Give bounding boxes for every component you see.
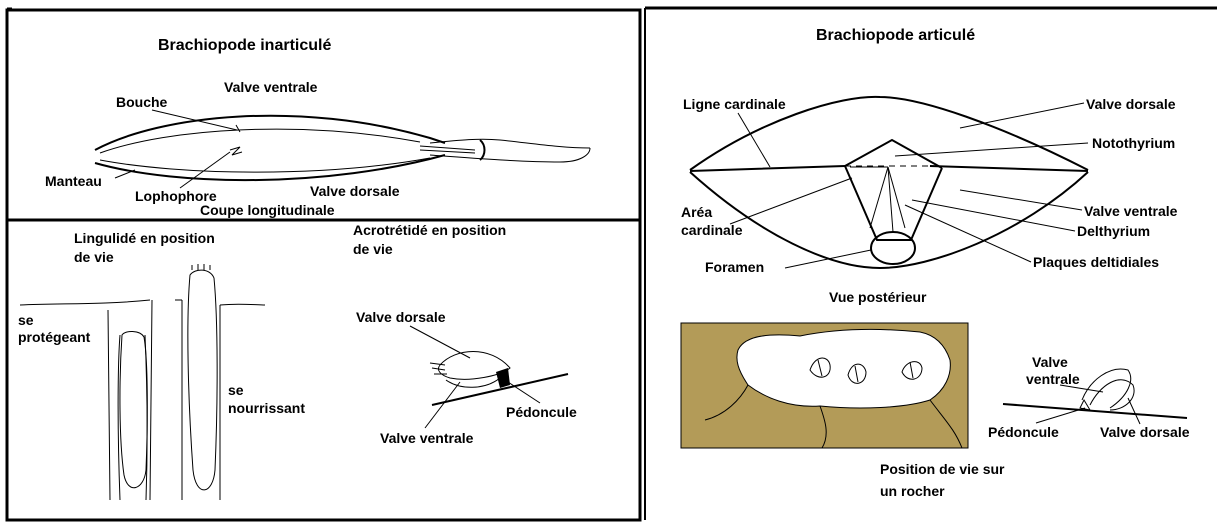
vue-posterieur-label: Vue postérieur <box>829 289 927 305</box>
notothyrium-label: Notothyrium <box>1092 135 1175 151</box>
inarticule-valve-dorsale-label: Valve dorsale <box>310 183 400 199</box>
acrotretide-title-line2: de vie <box>353 241 393 257</box>
acrotretide-pedoncule-label: Pédoncule <box>506 404 577 420</box>
delthyrium-label: Delthyrium <box>1077 223 1150 239</box>
position-vie-rocher-line1: Position de vie sur <box>880 461 1005 477</box>
lingulide-burrow-protecting <box>107 299 153 501</box>
vie-panel: Lingulidé en position de vie se protégea… <box>18 222 577 501</box>
se-nourrissant-label-1: se <box>228 382 244 398</box>
inarticule-bouche-label: Bouche <box>116 94 168 110</box>
rock-scene <box>680 322 969 449</box>
inarticule-valve-ventrale-label: Valve ventrale <box>224 79 318 95</box>
ligne-cardinale-label: Ligne cardinale <box>683 96 786 112</box>
lingulide-title-line2: de vie <box>74 249 114 265</box>
acrotretide-valve-dorsale-label: Valve dorsale <box>356 309 446 325</box>
lingulide-burrow-feeding <box>181 264 221 500</box>
position-vie-rocher-line2: un rocher <box>880 483 945 499</box>
inarticule-panel: Brachiopode inarticulé Valve ventrale Bo… <box>45 37 591 218</box>
articule-valve-ventrale-label: Valve ventrale <box>1084 203 1178 219</box>
rocher-pedoncule-label: Pédoncule <box>988 424 1059 440</box>
articule-shell <box>689 95 1089 270</box>
rocher-valve-dorsale-label: Valve dorsale <box>1100 424 1190 440</box>
acrotretide-valve-ventrale-label: Valve ventrale <box>380 430 474 446</box>
acrotretide-title-line1: Acrotrétidé en position <box>353 222 506 238</box>
se-protegeant-label-2: protégeant <box>18 329 91 345</box>
rocher-valve-ventrale-label-1: Valve <box>1032 354 1068 370</box>
inarticule-lophophore-label: Lophophore <box>135 188 217 204</box>
acrotretide-shell <box>429 351 569 406</box>
inarticule-manteau-label: Manteau <box>45 173 102 189</box>
rocher-brachiopod <box>1002 368 1188 419</box>
inarticule-shell <box>94 114 591 182</box>
articule-panel: Brachiopode articulé Ligne cardinale Val… <box>681 27 1178 305</box>
rocher-valve-ventrale-label-2: ventrale <box>1026 371 1080 387</box>
sediment-surface <box>19 299 266 306</box>
se-nourrissant-label-2: nourrissant <box>228 400 305 416</box>
area-cardinale-label-1: Aréa <box>681 204 712 220</box>
panel-borders <box>5 6 1217 522</box>
foramen-label: Foramen <box>705 259 764 275</box>
area-cardinale-label-2: cardinale <box>681 222 743 238</box>
lingulide-title-line1: Lingulidé en position <box>74 230 215 246</box>
se-protegeant-label-1: se <box>18 312 34 328</box>
articule-title: Brachiopode articulé <box>816 27 975 44</box>
rocher-panel: Valve ventrale Pédoncule Valve dorsale P… <box>680 322 1190 499</box>
plaques-deltidiales-label: Plaques deltidiales <box>1033 254 1159 270</box>
inarticule-title: Brachiopode inarticulé <box>158 37 331 54</box>
articule-valve-dorsale-label: Valve dorsale <box>1086 96 1176 112</box>
inarticule-coupe-label: Coupe longitudinale <box>200 202 335 218</box>
